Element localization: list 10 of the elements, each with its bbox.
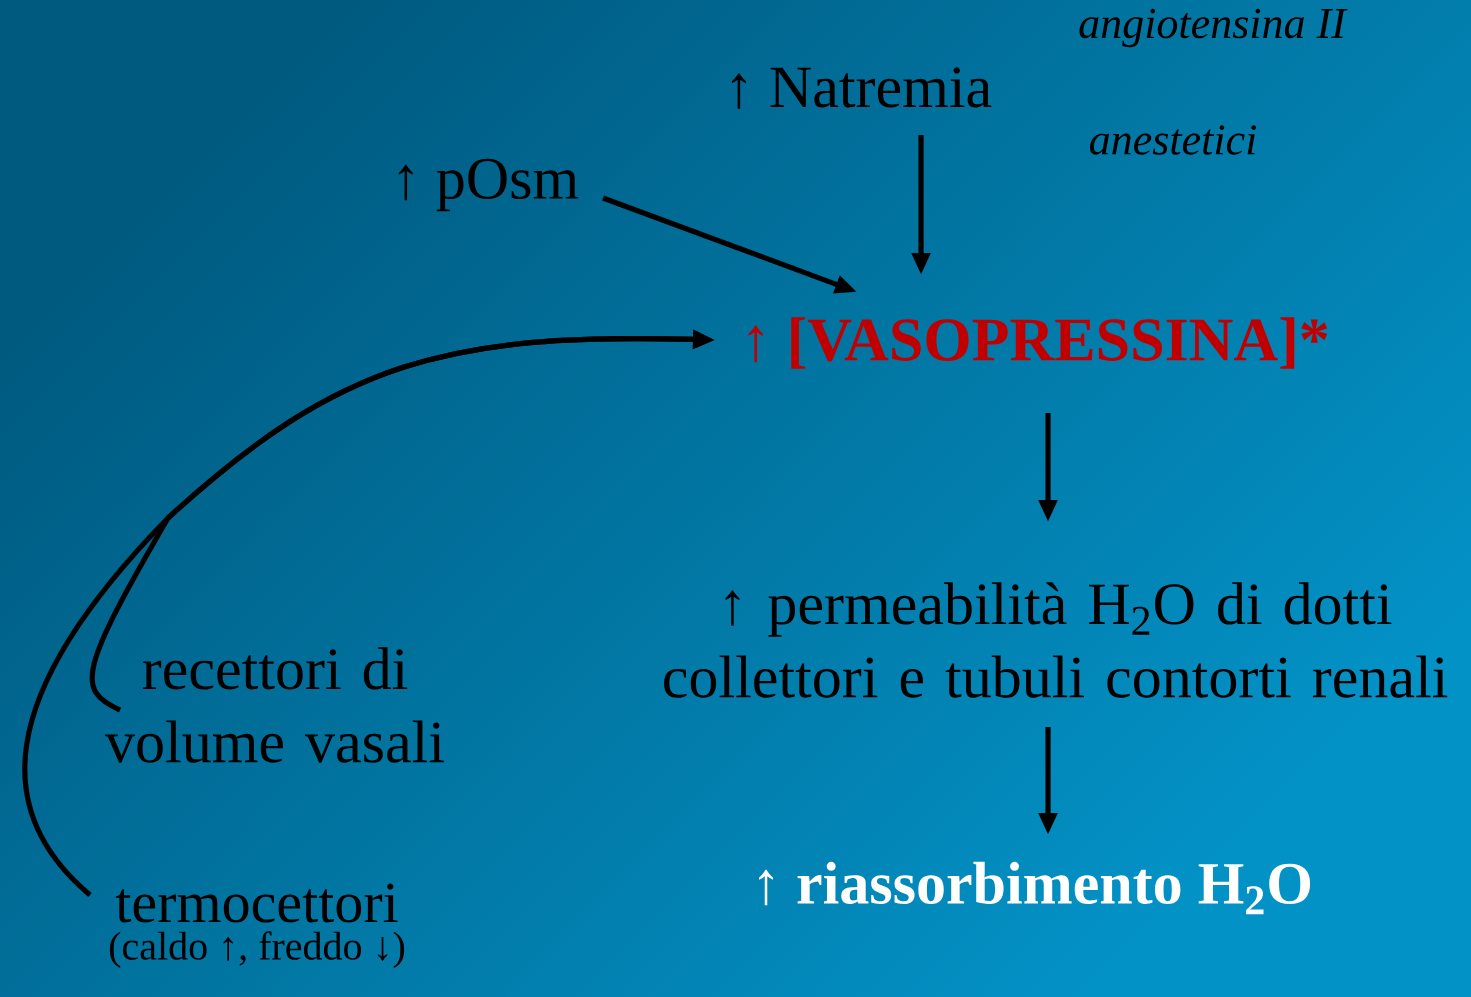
cause-text: ↑ pOsm <box>398 158 579 212</box>
factor-text: anestetici <box>1090 125 1256 155</box>
receptor-text: recettori di volume vasali <box>105 647 444 763</box>
receptor-text: termocettori <box>115 883 398 923</box>
hormone-text: ↑ [VASOPRESSINA]* <box>748 317 1328 369</box>
result-text: ↑ riassorbimento H$_{2}$O <box>759 861 1311 915</box>
note-text: (caldo ↑, freddo ↓) <box>109 931 405 968</box>
effect-text: ↑ permeabilità H$_{2}$O di dotti collettori e tubuli contorti renali <box>664 582 1448 698</box>
cause-text: ↑ Natremia <box>731 67 992 109</box>
factor-text: angiotensina II <box>1079 8 1348 48</box>
